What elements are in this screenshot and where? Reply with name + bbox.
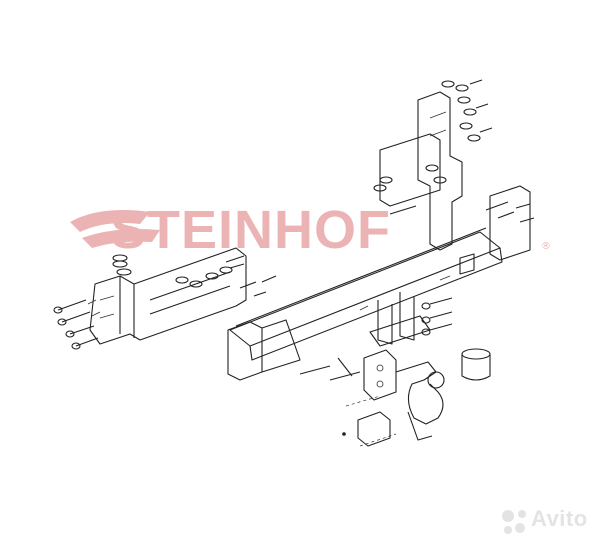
towball (395, 361, 445, 441)
socket-bracket (342, 395, 397, 447)
bolt-set-left-side (53, 299, 101, 350)
steinhof-watermark: STEINHOF ® (70, 200, 551, 260)
avito-wordmark: Avito (531, 506, 588, 531)
right-side-bracket (379, 91, 531, 275)
steinhof-wordmark: STEINHOF (110, 200, 391, 260)
avito-logo-icon (502, 510, 526, 534)
left-side-bracket (89, 247, 301, 381)
hitch-plate (363, 349, 397, 401)
main-crossbar (229, 227, 503, 361)
steinhof-swoosh-icon (70, 209, 160, 248)
bolt-set-right-top (373, 79, 535, 223)
bolt-set-center-lower (299, 297, 453, 381)
bolt-set-left-top (112, 254, 277, 297)
towball-cover (461, 348, 491, 381)
registered-mark: ® (541, 241, 551, 252)
